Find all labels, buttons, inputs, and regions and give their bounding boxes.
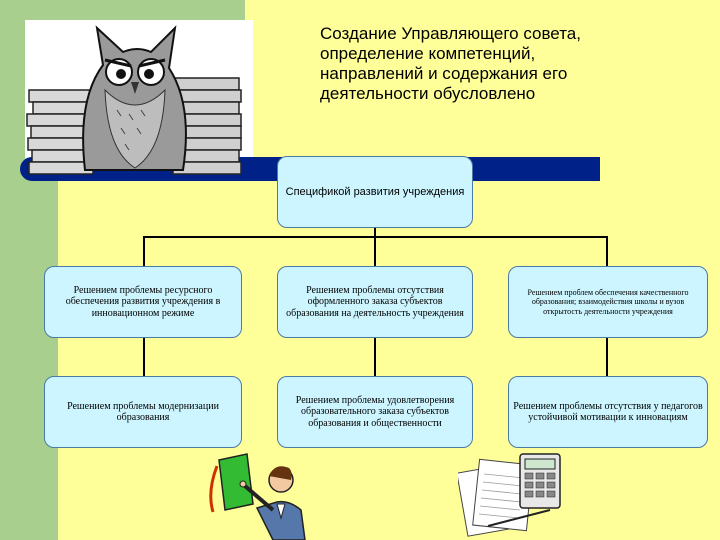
slide-title: Создание Управляющего совета, определени… — [320, 24, 710, 104]
box-teacher-motivation-text: Решением проблемы отсутствия у педагогов… — [513, 400, 703, 424]
box-missing-order-text: Решением проблемы отсутствия оформленног… — [286, 284, 464, 319]
box-order-satisfaction: Решением проблемы удовлетворения образов… — [277, 376, 473, 448]
box-modernization: Решением проблемы модернизации образован… — [44, 376, 242, 448]
owl-on-books-icon — [26, 25, 242, 175]
title-line-1: Создание Управляющего совета, — [320, 24, 581, 43]
calculator-and-papers-icon — [458, 453, 561, 537]
box-resource-provision: Решением проблемы ресурсного обеспечения… — [44, 266, 242, 338]
title-line-2: определение компетенций, — [320, 44, 536, 63]
box-quality-education: Решением проблем обеспечения качественно… — [508, 266, 708, 338]
title-line-3: направлений и содержания его — [320, 64, 568, 83]
presenter-at-board-icon — [209, 453, 306, 540]
root-box: Спецификой развития учреждения — [277, 156, 473, 228]
box-modernization-text: Решением проблемы модернизации образован… — [67, 400, 219, 424]
connector-horizontal-top — [143, 236, 608, 238]
box-order-satisfaction-text: Решением проблемы удовлетворения образов… — [295, 394, 455, 429]
box-quality-education-text: Решением проблем обеспечения качественно… — [527, 288, 689, 316]
title-line-4: деятельности обусловлено — [320, 84, 536, 103]
box-teacher-motivation: Решением проблемы отсутствия у педагогов… — [508, 376, 708, 448]
root-box-text: Спецификой развития учреждения — [285, 185, 465, 198]
box-missing-order: Решением проблемы отсутствия оформленног… — [277, 266, 473, 338]
box-resource-provision-text: Решением проблемы ресурсного обеспечения… — [65, 284, 221, 319]
